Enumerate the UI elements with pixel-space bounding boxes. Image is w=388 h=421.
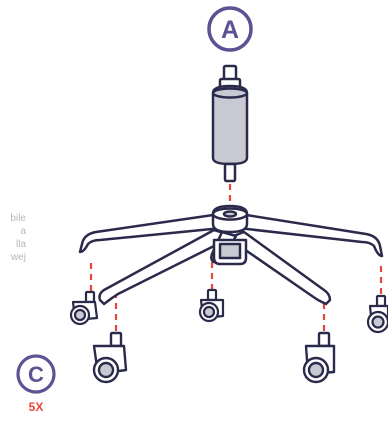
badge-c-letter: C <box>28 362 44 387</box>
chair-base <box>78 204 384 306</box>
instruction-fragment: bile <box>10 213 26 224</box>
gas-lift-cylinder <box>211 64 249 183</box>
caster-quantity-label: 5X <box>28 400 44 414</box>
caster-front-left <box>92 331 128 384</box>
instruction-fragment: wej <box>10 252 26 263</box>
instruction-fragment: lla <box>15 239 26 250</box>
cropped-instruction-text: bile a lla wej <box>0 212 26 264</box>
caster-front-right <box>302 331 336 384</box>
badge-c: C <box>16 354 56 394</box>
caster-back-right <box>366 294 388 334</box>
caster-back-left <box>69 290 99 326</box>
instruction-fragment: a <box>20 226 26 237</box>
badge-a-letter: A <box>221 16 239 44</box>
caster-back-center <box>198 288 225 323</box>
badge-a: A <box>207 6 253 52</box>
